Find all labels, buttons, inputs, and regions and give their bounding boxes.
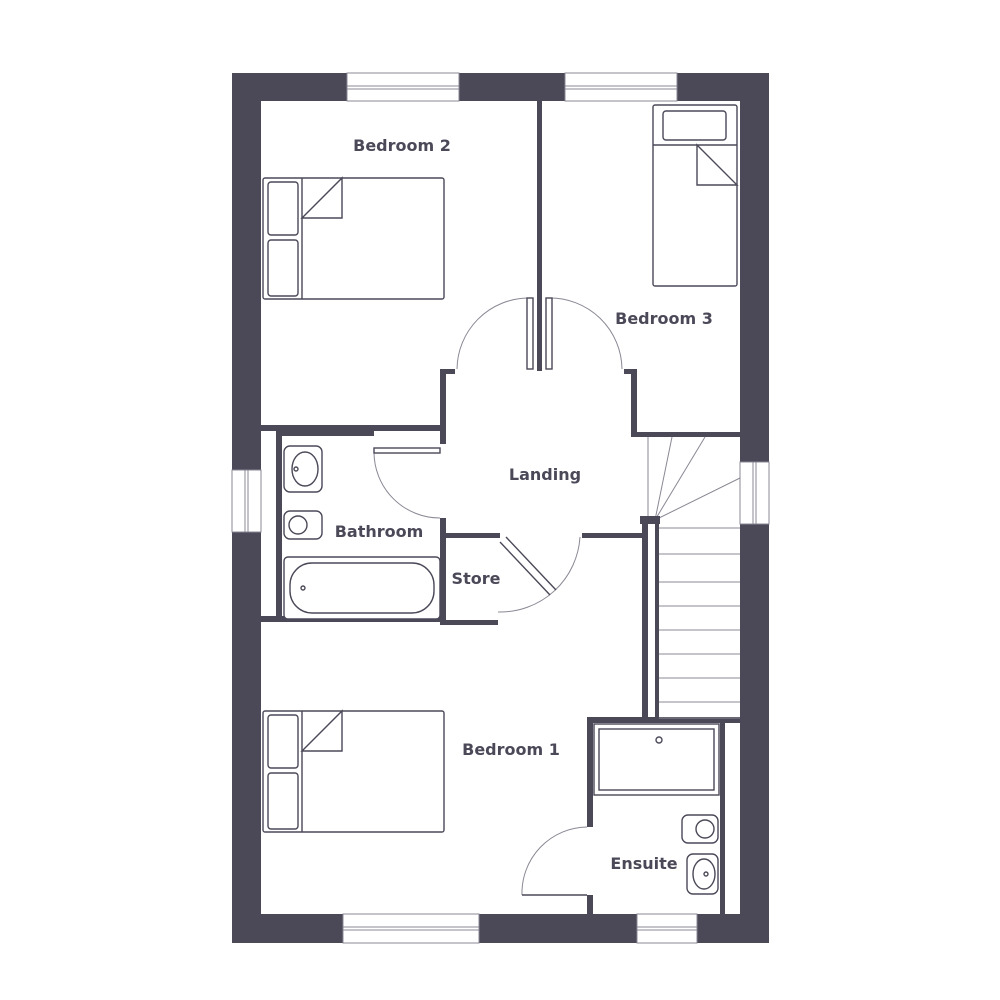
ensuite-fixtures bbox=[593, 723, 720, 895]
bedroom3-bed bbox=[652, 104, 739, 287]
label-bedroom-1: Bedroom 1 bbox=[462, 740, 560, 759]
label-bathroom: Bathroom bbox=[335, 522, 424, 541]
doors bbox=[373, 297, 623, 896]
bedroom2-bed bbox=[262, 176, 445, 300]
label-ensuite: Ensuite bbox=[610, 854, 677, 873]
label-store: Store bbox=[452, 569, 501, 588]
stairs bbox=[640, 436, 741, 719]
windows bbox=[231, 72, 770, 944]
room-labels: Bedroom 2 Bedroom 3 Landing Bathroom Sto… bbox=[335, 136, 713, 873]
bathroom-fixtures bbox=[283, 445, 441, 620]
label-bedroom-2: Bedroom 2 bbox=[353, 136, 451, 155]
label-landing: Landing bbox=[509, 465, 581, 484]
bedroom1-bed bbox=[262, 709, 445, 833]
label-bedroom-3: Bedroom 3 bbox=[615, 309, 713, 328]
